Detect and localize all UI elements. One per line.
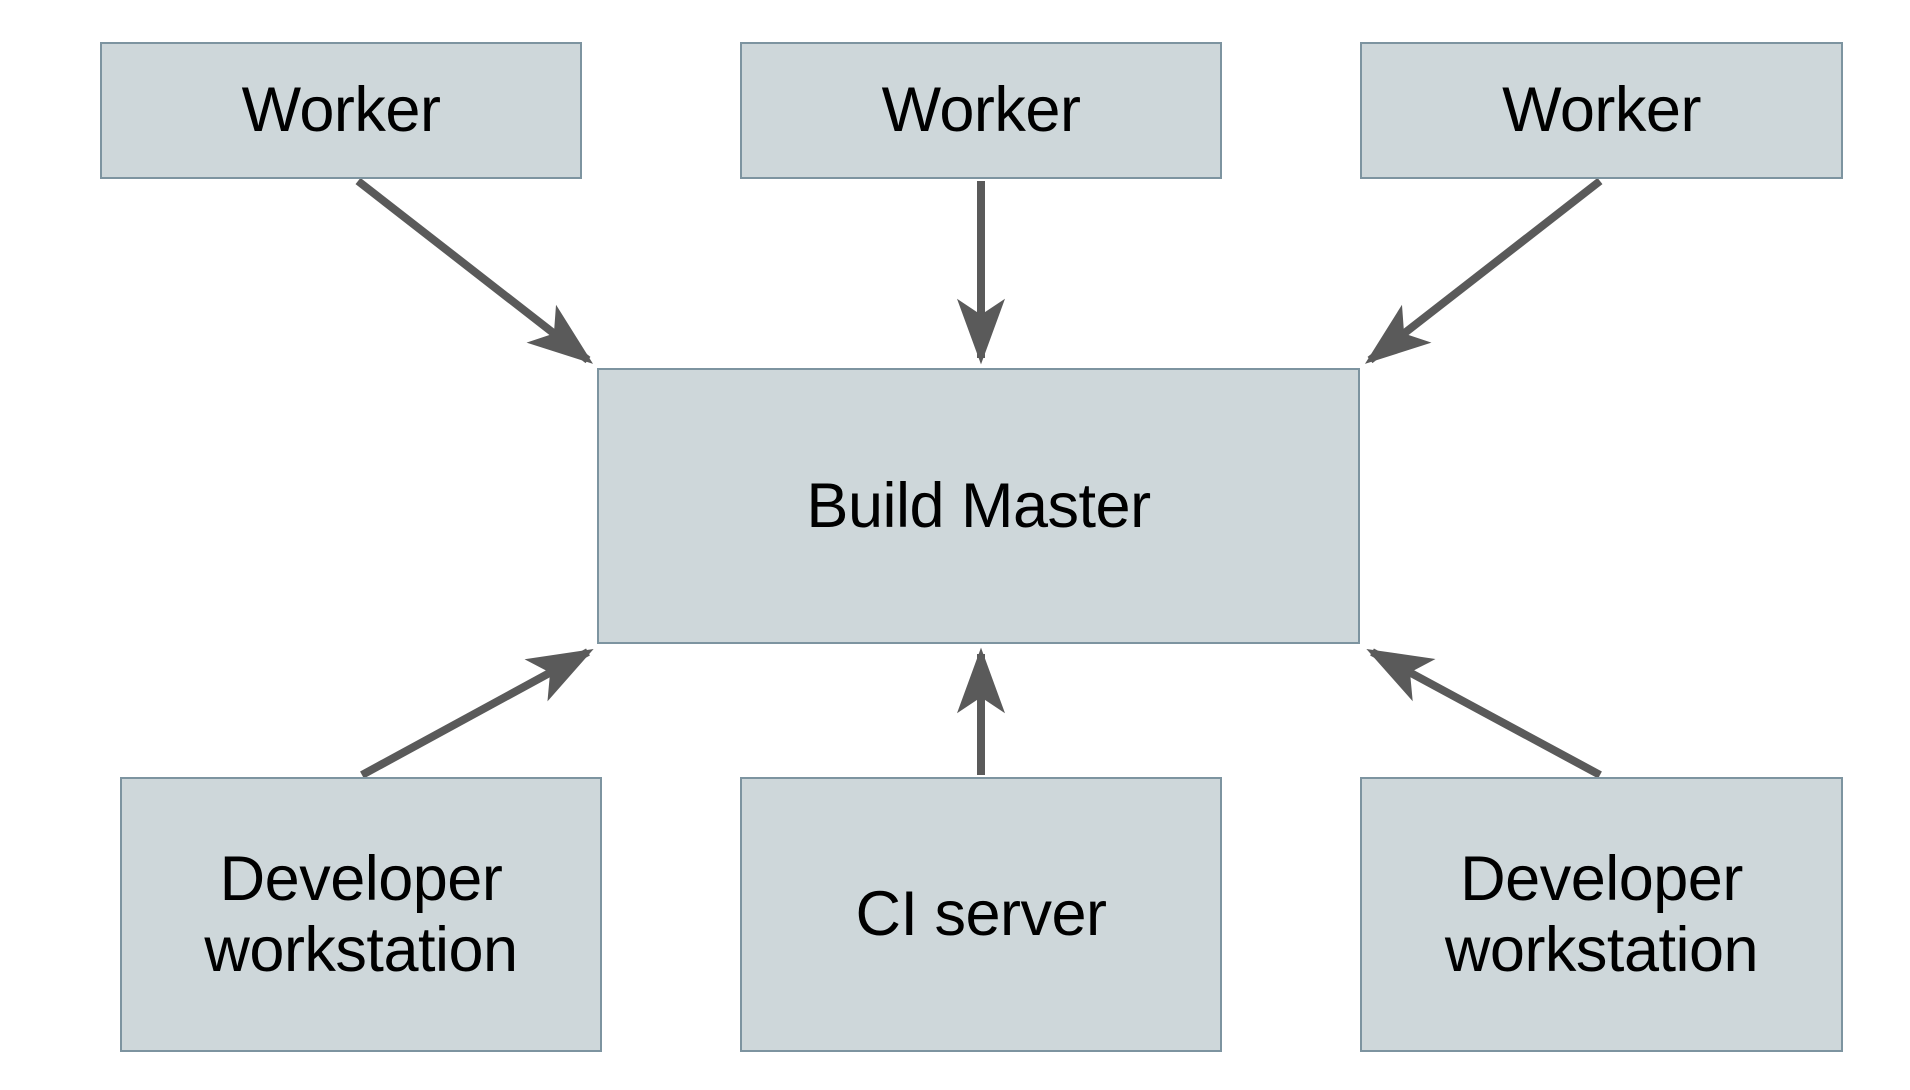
node-worker-3[interactable]: Worker xyxy=(1360,42,1843,179)
node-developer-workstation-2[interactable]: Developer workstation xyxy=(1360,777,1843,1052)
node-worker-2[interactable]: Worker xyxy=(740,42,1222,179)
node-developer-workstation-1[interactable]: Developer workstation xyxy=(120,777,602,1052)
node-ci-server[interactable]: CI server xyxy=(740,777,1222,1052)
node-label: Worker xyxy=(881,75,1081,146)
edge-worker3-to-master xyxy=(1364,177,1603,364)
node-label: CI server xyxy=(855,879,1107,950)
node-worker-1[interactable]: Worker xyxy=(100,42,582,179)
edge-dev2-to-master xyxy=(1366,648,1602,779)
node-label: Worker xyxy=(1502,75,1701,146)
node-label: Worker xyxy=(241,75,441,146)
node-label: Developer workstation xyxy=(1444,843,1759,985)
node-label: Developer workstation xyxy=(204,843,518,985)
node-label: Build Master xyxy=(806,470,1151,541)
node-build-master[interactable]: Build Master xyxy=(597,368,1360,644)
edge-dev1-to-master xyxy=(360,648,594,779)
edge-worker1-to-master xyxy=(355,177,594,364)
